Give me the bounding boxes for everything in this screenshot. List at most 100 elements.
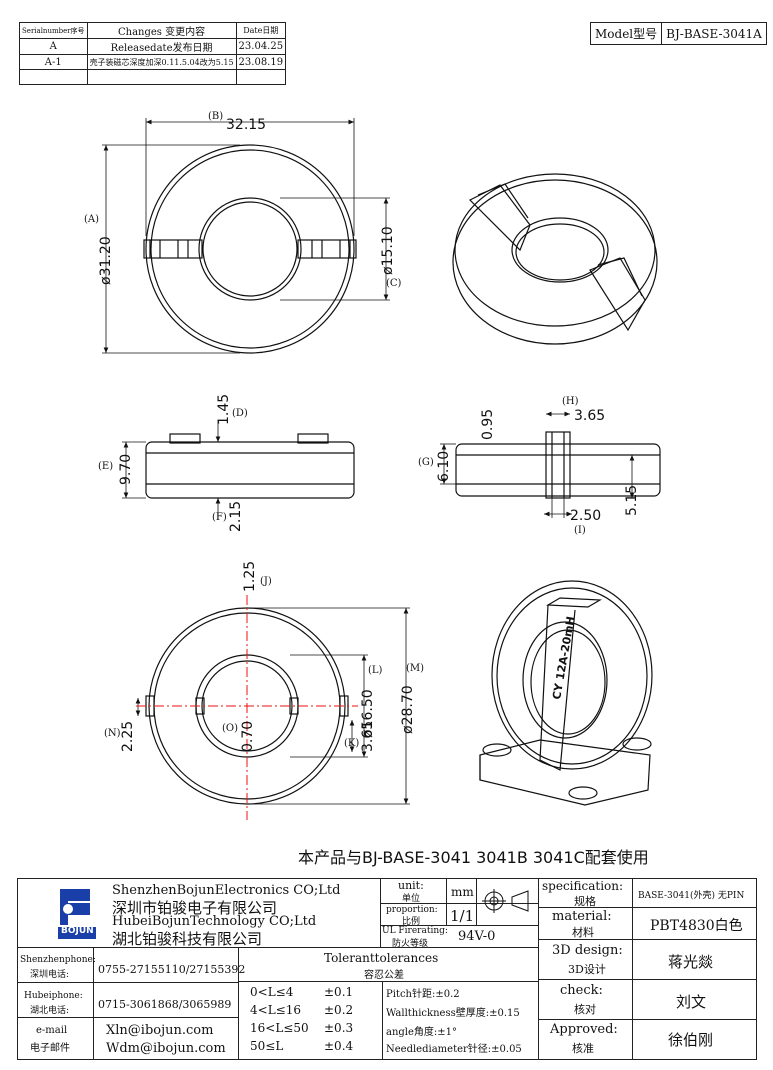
approved-label-cn: 核准 — [572, 1042, 594, 1055]
dim-l-ref: (L) — [368, 665, 383, 676]
stamp-text: CY 12A-20mH — [550, 615, 577, 700]
dim-outer-dia-ref: (A) — [84, 214, 99, 225]
tol-title: Toleranttolerances — [324, 951, 439, 965]
material-label: material: — [552, 909, 612, 924]
approved-value: 徐伯刚 — [668, 1031, 714, 1049]
rev-cell — [235, 69, 287, 85]
dim-inner-dia: ø15.10 — [380, 226, 396, 275]
hb-phone-label-cn: 湖北电话: — [30, 1006, 70, 1016]
model-box: Model型号 BJ-BASE-3041A — [589, 22, 767, 45]
dim-k: 3.65 — [360, 721, 376, 752]
sz-phone: 0755-27155110/27155392 — [98, 963, 246, 976]
dim-g: 6.10 — [436, 451, 452, 482]
tol-value: ±0.1 — [324, 985, 354, 999]
sz-phone-label-cn: 深圳电话: — [30, 970, 70, 980]
dim-f-ref: (F) — [212, 512, 227, 523]
company-en-2: HubeiBojunTechnology CO;Ltd — [112, 914, 317, 929]
tol-note: Pitch针距:±0.2 — [386, 989, 460, 1000]
dim-d: 1.45 — [216, 394, 232, 425]
logo-text: BOJUN — [61, 926, 94, 936]
check-value: 刘文 — [676, 993, 707, 1011]
email-label: e-mail — [36, 1025, 68, 1036]
dim-top-width: 32.15 — [226, 117, 266, 133]
tol-value: ±0.2 — [324, 1003, 354, 1017]
company-en-1: ShenzhenBojunElectronics CO;Ltd — [112, 883, 341, 898]
dim-i: 2.50 — [570, 508, 601, 524]
ul-label-cn: 防火等级 — [392, 939, 429, 949]
dim-k-ref: (K) — [344, 738, 359, 749]
material-label-cn: 材料 — [572, 926, 594, 939]
proportion-value: 1/1 — [450, 907, 475, 925]
unit-label: unit: — [398, 879, 424, 892]
dim-o: 0.70 — [240, 721, 256, 752]
dim-o-ref: (O) — [222, 723, 238, 734]
email-2: Wdm@ibojun.com — [106, 1041, 226, 1056]
top-view — [143, 144, 357, 354]
dim-f: 2.15 — [228, 501, 244, 532]
usage-note: 本产品与BJ-BASE-3041 3041B 3041C配套使用 — [298, 848, 649, 867]
dim-m: ø28.70 — [400, 685, 416, 734]
spec-label-cn: 规格 — [574, 895, 596, 908]
spec-label: specification: — [542, 879, 624, 893]
dim-h-small: 0.95 — [480, 409, 496, 440]
model-value: BJ-BASE-3041A — [661, 22, 767, 45]
title-block: BOJUN ShenzhenBojunElectronics CO;Ltd 深圳… — [17, 878, 757, 1060]
unit-label-cn: 单位 — [402, 894, 421, 904]
tol-range: 0<L≤4 — [250, 985, 294, 999]
dim-j-ref: (J) — [260, 576, 272, 587]
tol-note: Needlediameter针径:±0.05 — [386, 1044, 522, 1055]
email-label-cn: 电子邮件 — [30, 1043, 70, 1054]
dim-n: 2.25 — [120, 721, 136, 752]
dim-h: 3.65 — [574, 408, 605, 424]
design-value: 蒋光燚 — [668, 953, 714, 971]
model-label: Model型号 — [589, 22, 663, 45]
check-label: check: — [560, 983, 603, 998]
material-value: PBT4830白色 — [650, 918, 743, 934]
design-label-cn: 3D设计 — [568, 963, 606, 976]
tol-range: 50≤L — [250, 1039, 284, 1053]
company-cn-1: 深圳市铂骏电子有限公司 — [112, 899, 278, 917]
proportion-label-cn: 比例 — [402, 917, 421, 927]
revision-table: Serialnumber序号 Changes 变更内容 Date日期 A Rel… — [19, 22, 287, 85]
dim-d-ref: (D) — [232, 408, 248, 419]
tol-note: angle角度:±1° — [386, 1027, 458, 1038]
ul-label: UL Firerating: — [382, 926, 448, 936]
approved-label: Approved: — [550, 1022, 618, 1037]
tol-note: Wallthickness壁厚度:±0.15 — [386, 1008, 520, 1019]
tol-title-cn: 容忍公差 — [364, 970, 404, 981]
check-label-cn: 核对 — [574, 1003, 596, 1016]
company-logo: BOJUN — [48, 885, 104, 941]
sz-phone-label: Shenzhenphone: — [20, 955, 96, 965]
side-view — [440, 411, 661, 518]
dim-j: 1.25 — [242, 561, 258, 592]
tol-value: ±0.4 — [324, 1039, 354, 1053]
dim-g-ref: (G) — [418, 457, 434, 468]
dim-top-width-ref: (B) — [208, 111, 223, 122]
isometric-view-standing — [479, 580, 653, 806]
front-view — [122, 420, 355, 520]
dim-h-ref: (H) — [562, 396, 579, 407]
dim-n-ref: (N) — [104, 728, 121, 739]
company-cn-2: 湖北铂骏科技有限公司 — [112, 930, 263, 948]
rev-cell — [86, 69, 237, 85]
proportion-label: proportion: — [386, 905, 438, 915]
tol-range: 16<L≤50 — [250, 1021, 309, 1035]
dim-e-ref: (E) — [98, 461, 113, 472]
dim-e: 9.70 — [118, 454, 134, 485]
hb-phone-label: Hubeiphone: — [24, 991, 83, 1001]
dim-i-ref: (I) — [574, 525, 586, 536]
ul-value: 94V-0 — [458, 929, 496, 944]
design-label: 3D design: — [552, 943, 623, 958]
spec-value: BASE-3041(外壳) 无PIN — [638, 891, 745, 901]
isometric-view-top — [452, 173, 658, 345]
hb-phone: 0715-3061868/3065989 — [98, 998, 232, 1011]
dim-m-ref: (M) — [406, 663, 424, 674]
unit-value: mm — [451, 885, 474, 899]
dim-inner-dia-ref: (C) — [386, 278, 402, 289]
tol-range: 4<L≤16 — [250, 1003, 301, 1017]
tol-value: ±0.3 — [324, 1021, 354, 1035]
dim-outer-dia: ø31.20 — [98, 236, 114, 285]
dim-depth: 5.15 — [624, 485, 640, 516]
email-1: Xln@ibojun.com — [106, 1023, 214, 1038]
